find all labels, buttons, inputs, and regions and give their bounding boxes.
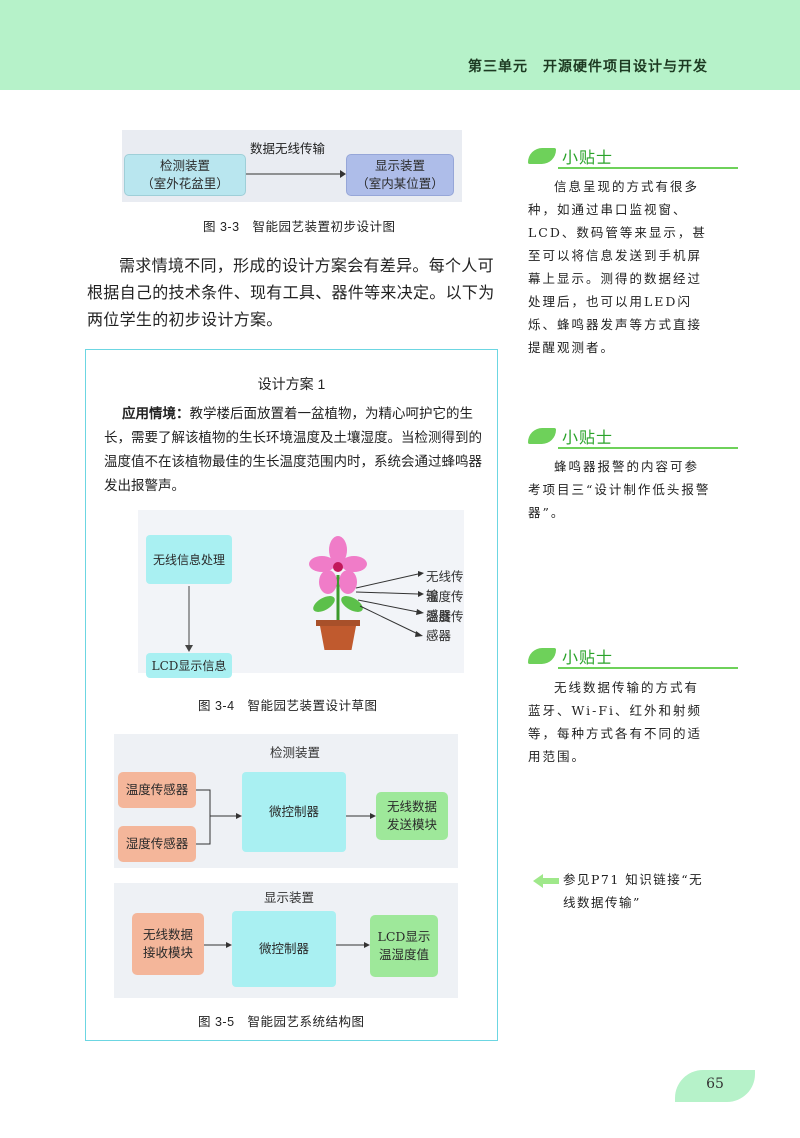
leaf-icon <box>528 428 556 444</box>
mcu-block-display: 微控制器 <box>232 911 336 987</box>
detect-device-title: 检测装置 <box>270 745 321 760</box>
detect-device-location: （室外花盆里） <box>141 176 229 191</box>
wireless-receive-line2: 接收模块 <box>142 945 193 960</box>
design-scheme-title: 设计方案 1 <box>257 376 326 392</box>
leaf-icon <box>528 648 556 664</box>
arrow-left-icon <box>533 874 559 888</box>
page-number-badge: 65 <box>675 1070 755 1102</box>
display-connectors <box>204 942 370 948</box>
tip-divider <box>558 667 738 669</box>
tip-divider <box>558 167 738 169</box>
tip-text-1: 信息呈现的方式有很多种，如通过串口监视窗、LCD、数码管等来显示，甚至可以将信息… <box>528 179 707 355</box>
figure-3-5-detect: 检测装置 温度传感器 湿度传感器 微控制器 无线数据发送模块 <box>114 734 458 868</box>
knowledge-link-reference[interactable]: 参见P71 知识链接“无线数据传输” <box>563 872 704 910</box>
arrow-down-icon <box>185 586 193 652</box>
lcd-humidity-block: LCD显示温湿度值 <box>370 915 438 977</box>
lcd-line2: 温湿度值 <box>378 947 429 962</box>
body-paragraph: 需求情境不同，形成的设计方案会有差异。每个人可根据自己的技术条件、现有工具、器件… <box>87 256 495 329</box>
wireless-send-block: 无线数据发送模块 <box>376 792 448 840</box>
temperature-sensor-text: 温度传感器 <box>426 609 464 643</box>
wireless-transfer-label: 数据无线传输 <box>250 141 326 156</box>
figure-3-3-caption: 图 3-3 智能园艺装置初步设计图 <box>203 220 396 234</box>
ellipsis-text: …… <box>426 626 451 641</box>
figure-3-3: 数据无线传输 检测装置 （室外花盆里） 显示装置 （室内某位置） <box>122 130 462 202</box>
wireless-transfer-text: 无线传输 <box>426 569 464 603</box>
page-number: 65 <box>706 1076 724 1092</box>
detect-device-label: 检测装置 <box>159 158 210 173</box>
detect-device-block: 检测装置 （室外花盆里） <box>124 154 246 196</box>
design-scheme-box: 设计方案 1 应用情境：教学楼后面放置着一盆植物，为精心呵护它的生长，需要了解该… <box>85 349 498 1041</box>
tip-header-1: 小贴士 <box>528 146 738 170</box>
figure-3-4: 无线信息处理 LCD显示信息 无线传输 湿度传感器 温度传感 <box>138 510 464 678</box>
mcu-block-detect: 微控制器 <box>242 772 346 852</box>
display-device-block: 显示装置 （室内某位置） <box>346 154 454 196</box>
humidity-sensor-block: 湿度传感器 <box>118 826 196 862</box>
wireless-send-line1: 无线数据 <box>386 799 437 814</box>
application-scenario: 应用情境：教学楼后面放置着一盆植物，为精心呵护它的生长，需要了解该植物的生长环境… <box>104 402 484 498</box>
wireless-receive-line1: 无线数据 <box>142 927 193 942</box>
display-device-title: 显示装置 <box>264 890 315 905</box>
tip-title-3: 小贴士 <box>562 650 614 667</box>
tip-title-2: 小贴士 <box>562 430 614 447</box>
lcd-display-block: LCD显示信息 <box>146 653 232 678</box>
unit-title: 第三单元 开源硬件项目设计与开发 <box>468 58 708 74</box>
humidity-sensor-text: 湿度传感器 <box>426 589 464 623</box>
potted-flower-icon <box>309 536 367 650</box>
arrow-right-icon <box>246 170 346 178</box>
leaf-icon <box>528 148 556 164</box>
tip-divider <box>558 447 738 449</box>
display-device-location: （室内某位置） <box>356 176 444 191</box>
header-band: 第三单元 开源硬件项目设计与开发 <box>0 0 800 90</box>
display-device-label: 显示装置 <box>374 158 425 173</box>
tip-header-3: 小贴士 <box>528 646 738 670</box>
tip-header-2: 小贴士 <box>528 426 738 450</box>
application-scenario-text: 教学楼后面放置着一盆植物，为精心呵护它的生长，需要了解该植物的生长环境温度及土壤… <box>104 406 482 493</box>
figure-3-4-caption: 图 3-4 智能园艺装置设计草图 <box>198 699 378 713</box>
temperature-sensor-block: 温度传感器 <box>118 772 196 808</box>
lcd-line1: LCD显示 <box>377 929 431 944</box>
wireless-processing-block: 无线信息处理 <box>146 535 232 584</box>
detect-connectors <box>196 789 376 845</box>
application-scenario-label: 应用情境： <box>122 406 190 421</box>
figure-3-5-caption: 图 3-5 智能园艺系统结构图 <box>198 1015 365 1029</box>
sensor-lines <box>356 571 424 637</box>
tip-title-1: 小贴士 <box>562 150 614 167</box>
tip-text-3: 无线数据传输的方式有蓝牙、Wi-Fi、红外和射频等，每种方式各有不同的适用范围。 <box>528 680 703 764</box>
wireless-send-line2: 发送模块 <box>386 817 437 832</box>
wireless-receive-block: 无线数据接收模块 <box>132 913 204 975</box>
tip-text-2: 蜂鸣器报警的内容可参考项目三“设计制作低头报警器”。 <box>528 459 711 520</box>
figure-3-5-display: 显示装置 无线数据接收模块 微控制器 LCD显示温湿度值 <box>114 883 458 998</box>
